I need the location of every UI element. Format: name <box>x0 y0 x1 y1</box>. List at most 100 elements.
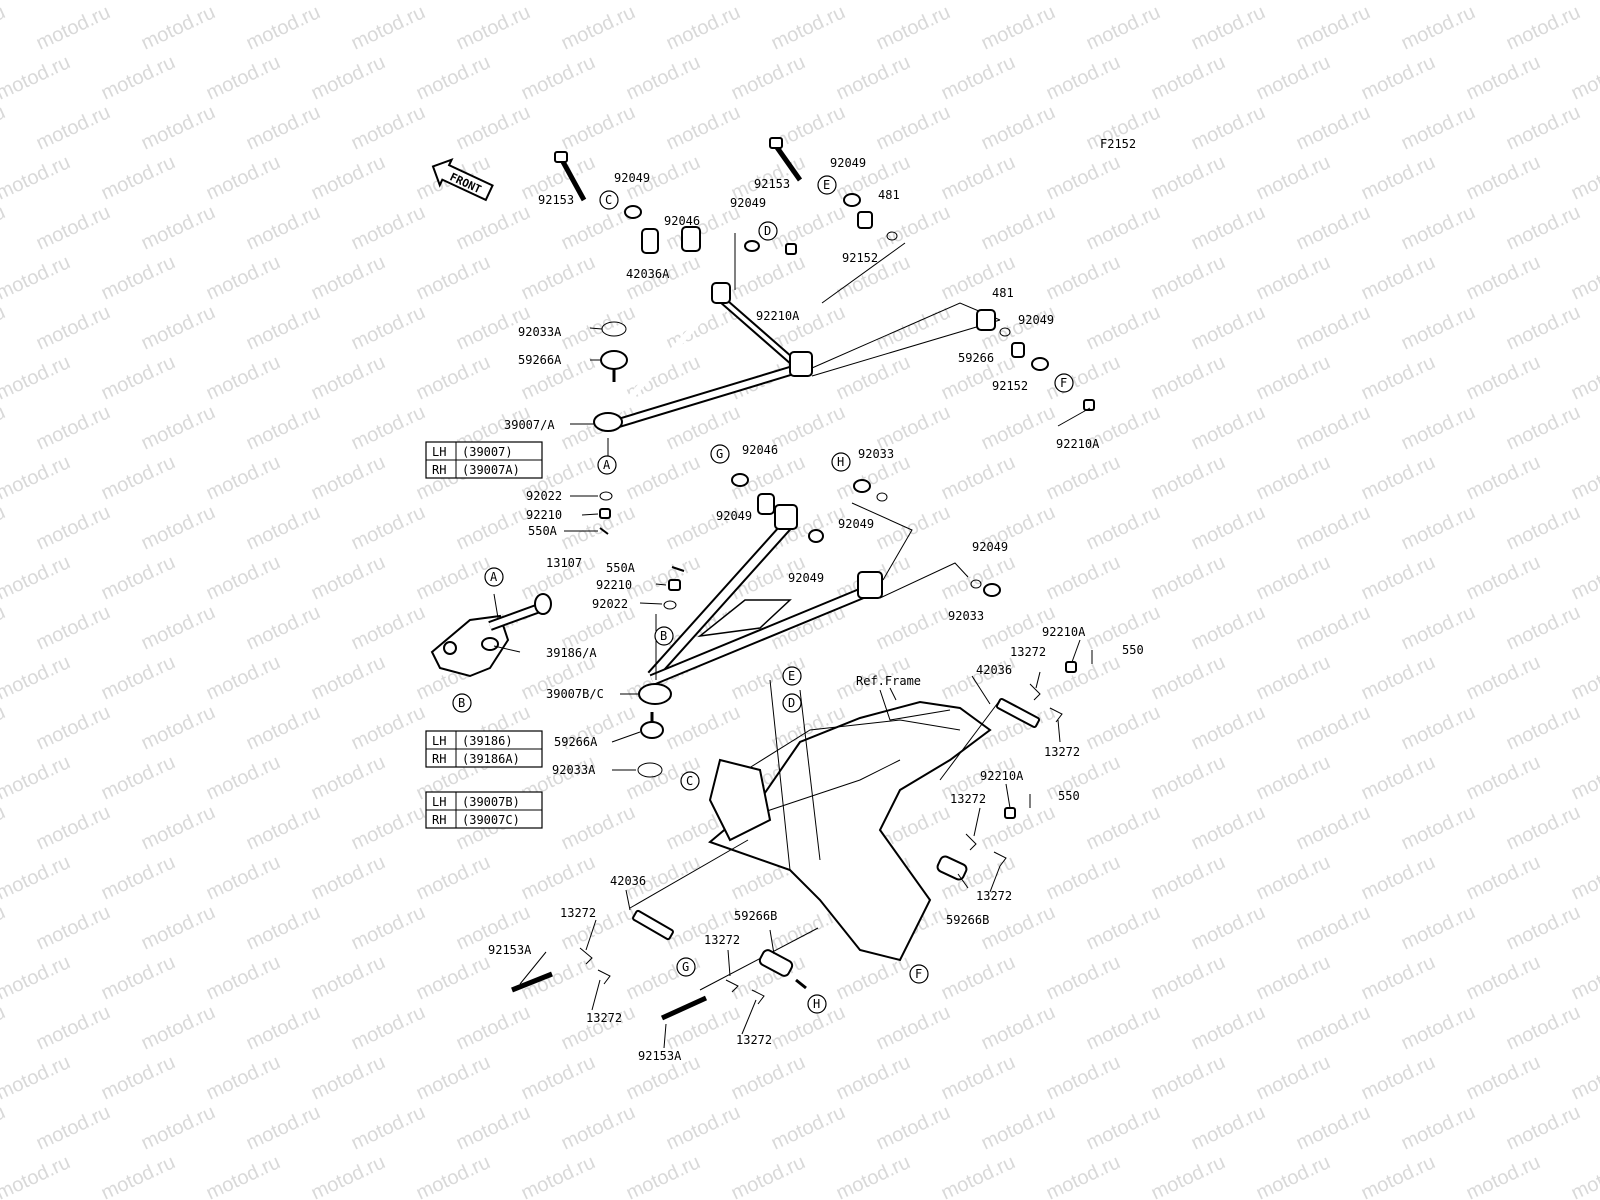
watermark-text: motod.ru <box>1043 951 1124 1004</box>
watermark-text: motod.ru <box>1083 701 1164 754</box>
watermark-text: motod.ru <box>1503 701 1584 754</box>
label-92210a: 92210A <box>980 769 1024 783</box>
watermark-text: motod.ru <box>1503 201 1584 254</box>
watermark-text: motod.ru <box>0 1001 9 1054</box>
watermark-text: motod.ru <box>348 1001 429 1054</box>
watermark-text: motod.ru <box>453 1 534 54</box>
watermark-text: motod.ru <box>1148 51 1229 104</box>
watermark-text: motod.ru <box>308 651 389 704</box>
watermark-text: motod.ru <box>1463 251 1544 304</box>
label-481: 481 <box>878 188 900 202</box>
watermark-text: motod.ru <box>243 601 324 654</box>
watermark-text: motod.ru <box>1043 351 1124 404</box>
label-92152: 92152 <box>842 251 878 265</box>
watermark-text: motod.ru <box>1253 951 1334 1004</box>
svg-text:A: A <box>603 458 611 472</box>
svg-text:E: E <box>788 669 795 683</box>
watermark-text: motod.ru <box>978 1101 1059 1154</box>
label-92049: 92049 <box>838 517 874 531</box>
watermark-text: motod.ru <box>33 401 114 454</box>
watermark-text: motod.ru <box>1568 451 1600 504</box>
label-92210: 92210 <box>596 578 632 592</box>
label-550: 550 <box>1122 643 1144 657</box>
watermark-text: motod.ru <box>1043 0 1124 5</box>
watermark-text: motod.ru <box>1358 151 1439 204</box>
svg-text:G: G <box>682 960 689 974</box>
watermark-text: motod.ru <box>0 451 74 504</box>
watermark-text: motod.ru <box>1358 1051 1439 1104</box>
watermark-text: motod.ru <box>1358 651 1439 704</box>
callout-e-top: E <box>817 175 837 195</box>
watermark-text: motod.ru <box>728 1151 809 1200</box>
watermark-text: motod.ru <box>203 551 284 604</box>
svg-text:(39007): (39007) <box>462 445 513 459</box>
watermark-text: motod.ru <box>1043 1151 1124 1200</box>
watermark-text: motod.ru <box>1503 301 1584 354</box>
svg-text:LH: LH <box>432 445 446 459</box>
watermark-text: motod.ru <box>203 451 284 504</box>
watermark-text: motod.ru <box>768 401 849 454</box>
label-92046: 92046 <box>664 214 700 228</box>
watermark-text: motod.ru <box>243 1101 324 1154</box>
watermark-text: motod.ru <box>1358 851 1439 904</box>
watermark-text: motod.ru <box>138 301 219 354</box>
watermark-text: motod.ru <box>1398 1001 1479 1054</box>
label-42036: 42036 <box>610 874 646 888</box>
svg-text:D: D <box>788 696 795 710</box>
variant-table-39007bc: LH (39007B) RH (39007C) <box>425 791 543 829</box>
watermark-text: motod.ru <box>558 101 639 154</box>
watermark-text: motod.ru <box>138 501 219 554</box>
label-92153a: 92153A <box>638 1049 682 1063</box>
watermark-text: motod.ru <box>1568 151 1600 204</box>
watermark-text: motod.ru <box>1293 1 1374 54</box>
watermark-text: motod.ru <box>938 451 1019 504</box>
watermark-text: motod.ru <box>413 1151 494 1200</box>
watermark-text: motod.ru <box>138 1001 219 1054</box>
watermark-text: motod.ru <box>873 1101 954 1154</box>
watermark-text: motod.ru <box>1568 951 1600 1004</box>
label-550: 550 <box>1058 789 1080 803</box>
svg-text:LH: LH <box>432 795 446 809</box>
watermark-text: motod.ru <box>308 51 389 104</box>
watermark-text: motod.ru <box>33 901 114 954</box>
label-39007bc: 39007B/C <box>546 687 604 701</box>
upper-hardware <box>554 137 1095 535</box>
watermark-text: motod.ru <box>138 101 219 154</box>
leader-lines <box>493 327 1091 1049</box>
label-13272: 13272 <box>1010 645 1046 659</box>
callout-h-mid: H <box>831 452 851 472</box>
watermark-text: motod.ru <box>1463 1151 1544 1200</box>
watermark-text: motod.ru <box>453 101 534 154</box>
watermark-text: motod.ru <box>1503 1 1584 54</box>
watermark-text: motod.ru <box>1358 951 1439 1004</box>
watermark-text: motod.ru <box>1188 501 1269 554</box>
watermark-text: motod.ru <box>348 401 429 454</box>
watermark-text: motod.ru <box>978 201 1059 254</box>
watermark-text: motod.ru <box>1253 151 1334 204</box>
watermark-text: motod.ru <box>0 1051 74 1104</box>
watermark-text: motod.ru <box>1293 801 1374 854</box>
watermark-text: motod.ru <box>308 0 389 5</box>
watermark-text: motod.ru <box>978 101 1059 154</box>
label-550a: 550A <box>528 524 558 538</box>
label-13272: 13272 <box>586 1011 622 1025</box>
callout-a-arm: A <box>597 455 617 475</box>
watermark-text: motod.ru <box>1148 151 1229 204</box>
watermark-text: motod.ru <box>1503 101 1584 154</box>
label-92152: 92152 <box>992 379 1028 393</box>
watermark-text: motod.ru <box>1188 101 1269 154</box>
watermark-text: motod.ru <box>1398 101 1479 154</box>
watermark-text: motod.ru <box>413 51 494 104</box>
watermark-text: motod.ru <box>1398 1101 1479 1154</box>
watermark-text: motod.ru <box>0 901 9 954</box>
watermark-text: motod.ru <box>1083 1001 1164 1054</box>
watermark-text: motod.ru <box>98 51 179 104</box>
watermark-text: motod.ru <box>243 301 324 354</box>
watermark-text: motod.ru <box>1503 601 1584 654</box>
watermark-text: motod.ru <box>348 101 429 154</box>
watermark-text: motod.ru <box>623 451 704 504</box>
watermark-text: motod.ru <box>938 1051 1019 1104</box>
watermark-text: motod.ru <box>873 601 954 654</box>
watermark-text: motod.ru <box>0 351 74 404</box>
watermark-text: motod.ru <box>98 1151 179 1200</box>
